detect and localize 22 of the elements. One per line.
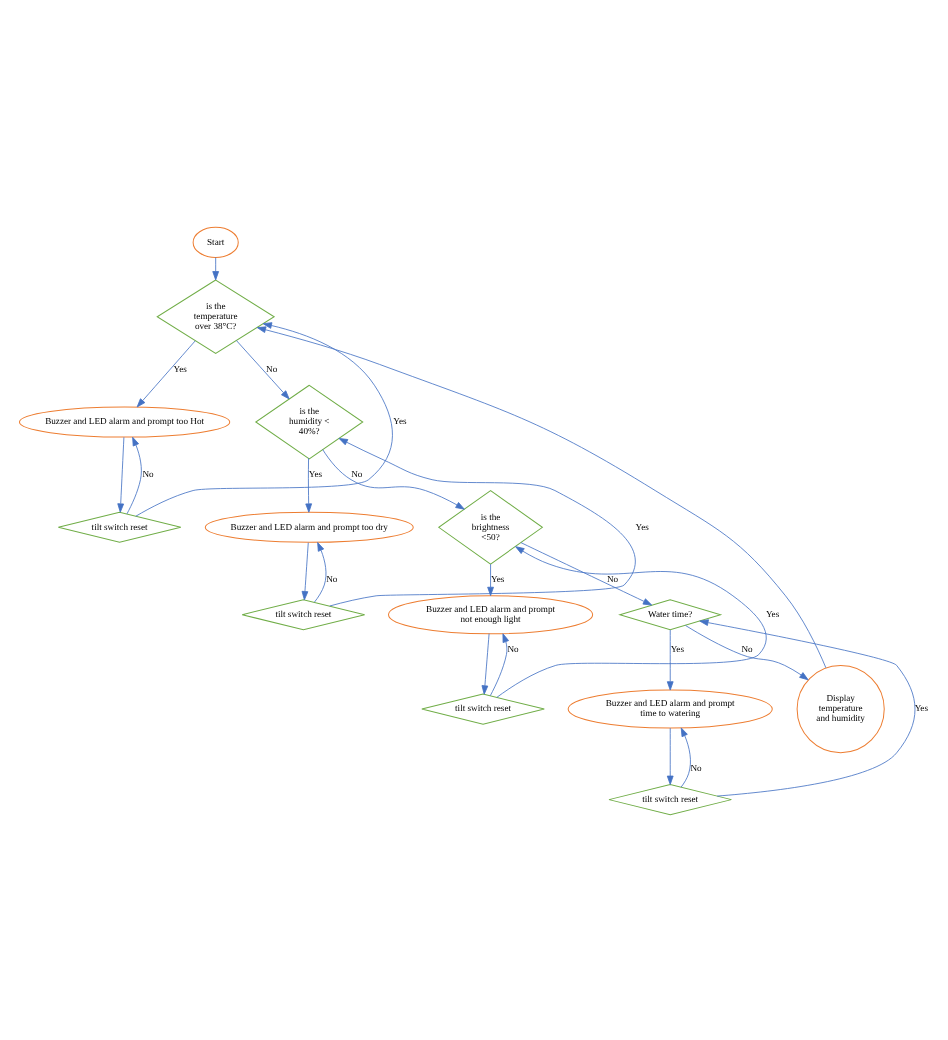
arrow (135, 321, 393, 516)
arrow (256, 325, 827, 668)
arrow (680, 726, 691, 787)
arrow (685, 624, 809, 680)
arrow (314, 541, 327, 602)
arrow (489, 632, 509, 696)
arrow (212, 256, 220, 280)
arrow (487, 562, 494, 595)
arrow (136, 339, 196, 407)
arrow (481, 632, 490, 694)
arrow (329, 436, 636, 606)
arrow (236, 339, 290, 399)
arrow (699, 618, 916, 796)
arrow (305, 456, 313, 512)
arrow (301, 541, 309, 600)
arrow (666, 628, 674, 690)
arrow (666, 726, 674, 784)
arrow (322, 448, 465, 509)
arrow (496, 545, 767, 697)
arrow (117, 435, 125, 512)
arrow (520, 541, 653, 605)
arrow (126, 435, 142, 514)
